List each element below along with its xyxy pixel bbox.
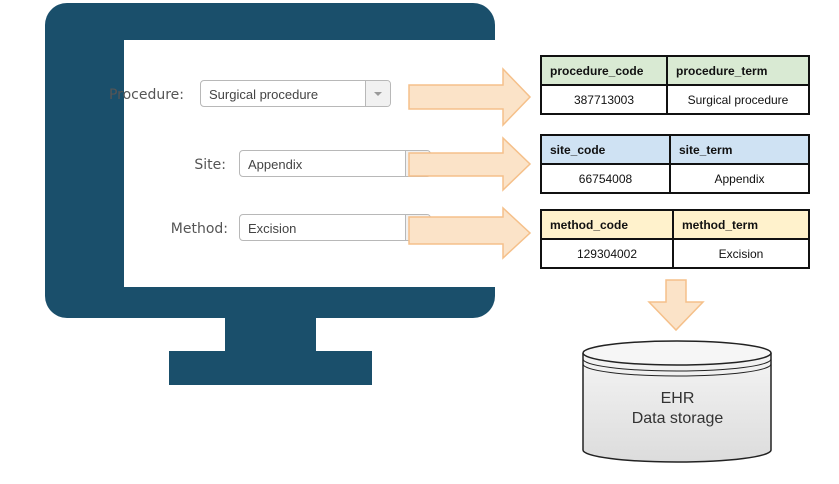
procedure-dropdown-button[interactable] [365,81,390,106]
table-cell: Excision [672,238,810,269]
database-cylinder-ring-2 [582,363,772,377]
site-select-value: Appendix [248,157,303,172]
database-cylinder-body [582,353,772,463]
table-header-row: method_code method_term [540,209,810,240]
table-cell: 387713003 [540,84,668,115]
table-header-cell: procedure_code [540,55,668,86]
arrow-right-procedure [408,67,532,127]
arrow-down-storage [647,279,705,332]
table-row: 387713003 Surgical procedure [540,84,810,115]
site-table: site_code site_term 66754008 Appendix [540,134,810,194]
procedure-label: Procedure: [108,87,184,103]
method-table: method_code method_term 129304002 Excisi… [540,209,810,269]
table-cell: Surgical procedure [666,84,810,115]
database-cylinder-top [582,340,772,366]
monitor-neck [225,318,316,353]
procedure-select[interactable]: Surgical procedure [200,80,391,107]
storage-label-line1: EHR [660,390,695,407]
table-header-row: procedure_code procedure_term [540,55,810,86]
arrow-right-method [408,206,532,260]
table-cell: 129304002 [540,238,674,269]
table-header-cell: method_term [672,209,810,240]
arrow-right-site [408,136,532,192]
procedure-select-value: Surgical procedure [209,87,319,102]
site-label: Site: [194,157,226,173]
table-header-row: site_code site_term [540,134,810,165]
chevron-down-icon [374,92,382,96]
method-label: Method: [170,221,228,237]
database-cylinder-ring [582,358,772,372]
table-row: 66754008 Appendix [540,163,810,194]
method-select-value: Excision [248,221,297,236]
storage-label-line2: Data storage [631,410,724,427]
monitor-base [169,351,372,385]
table-cell: 66754008 [540,163,671,194]
site-select[interactable]: Appendix [239,150,431,177]
table-row: 129304002 Excision [540,238,810,269]
table-header-cell: site_code [540,134,671,165]
table-header-cell: method_code [540,209,674,240]
table-header-cell: site_term [669,134,810,165]
table-header-cell: procedure_term [666,55,810,86]
procedure-table: procedure_code procedure_term 387713003 … [540,55,810,115]
table-cell: Appendix [669,163,810,194]
